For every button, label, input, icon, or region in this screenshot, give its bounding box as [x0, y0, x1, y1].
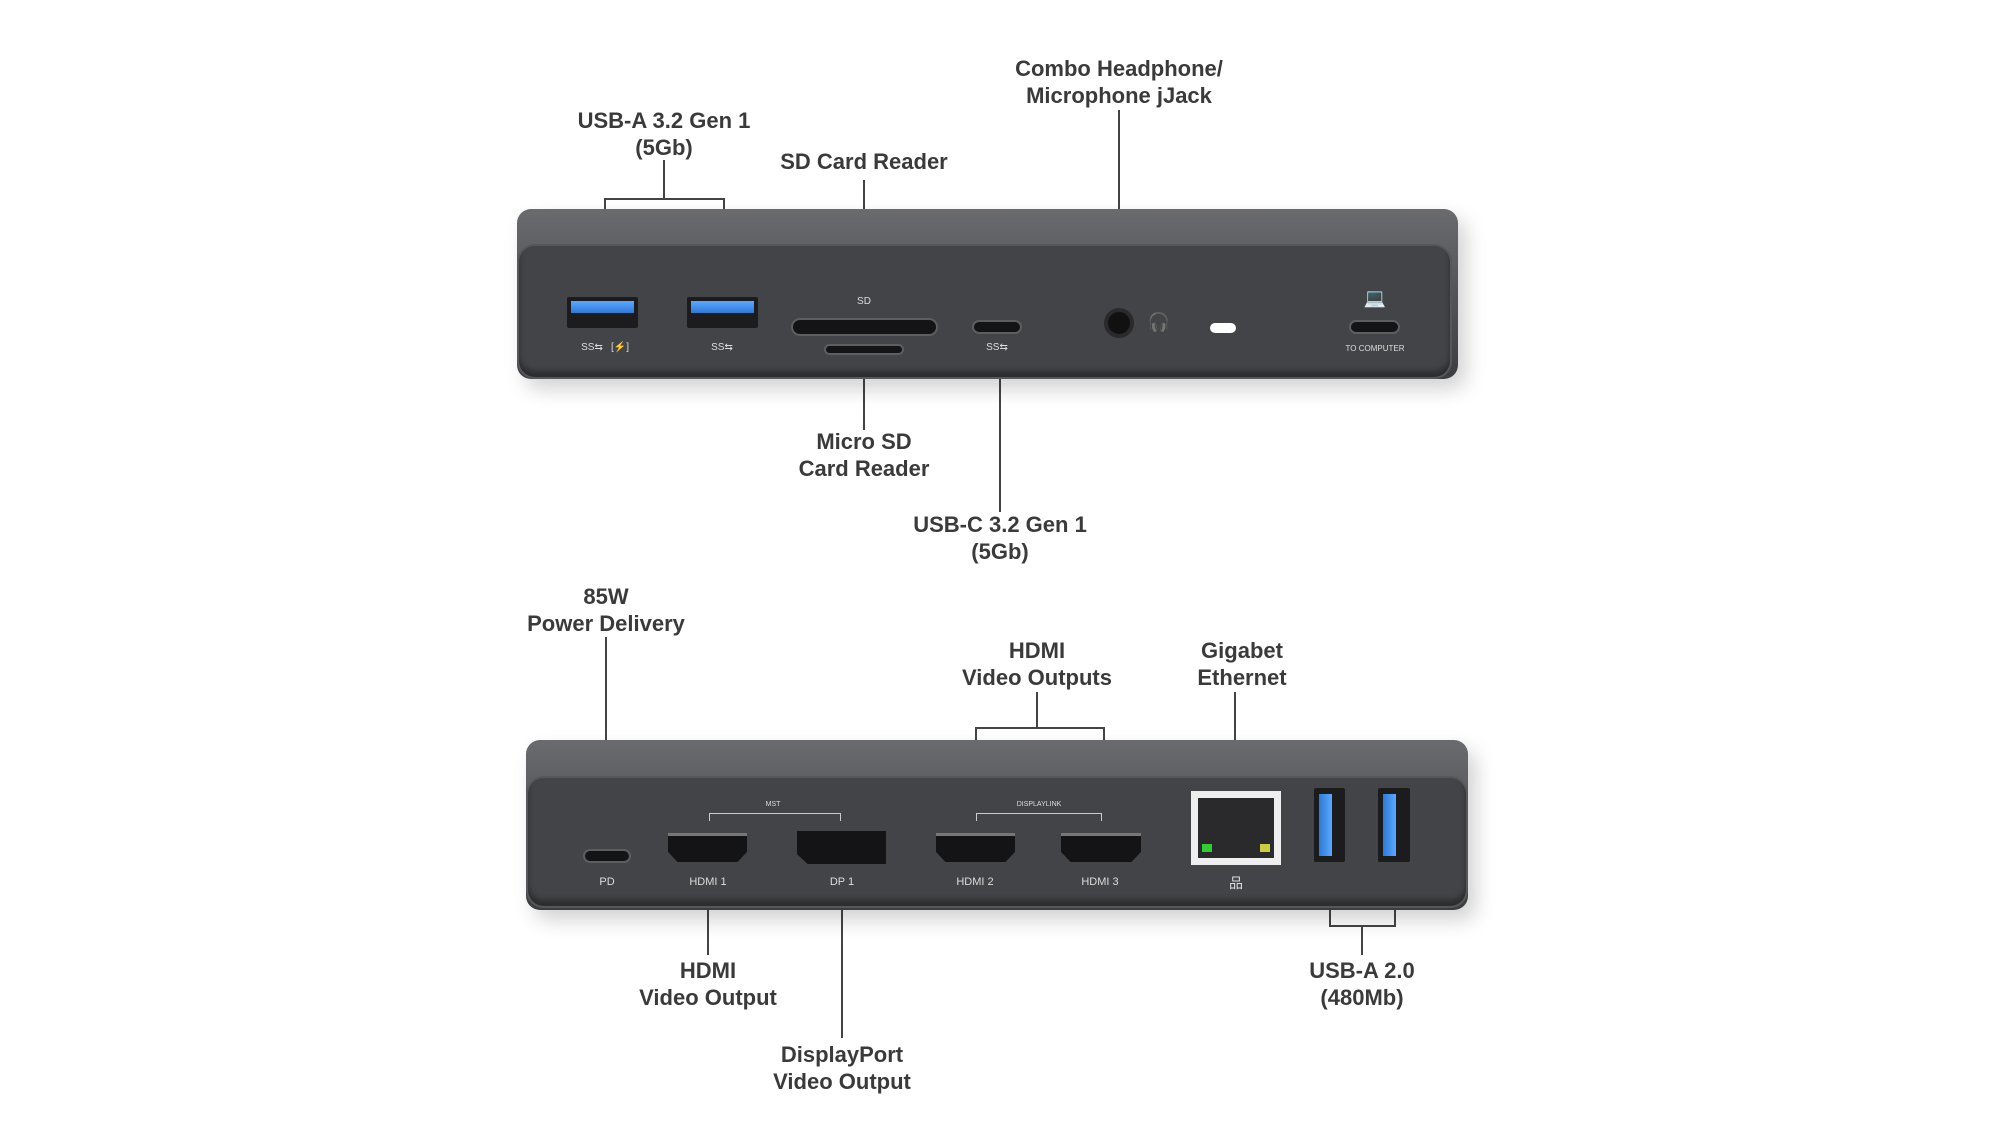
callout-usb-c-32: USB-C 3.2 Gen 1(5Gb) — [913, 511, 1087, 565]
callout-line-1: Micro SD — [816, 429, 912, 454]
usb-a-2-port-2 — [1378, 788, 1410, 862]
to-computer-marking: TO COMPUTER — [1345, 344, 1405, 353]
callout-line-2: Power Delivery — [527, 611, 685, 636]
charge-marking: [⚡] — [610, 342, 630, 353]
callout-line-2: Video Output — [773, 1069, 911, 1094]
network-icon: 品 — [1229, 875, 1243, 891]
hdmi-3-port — [1061, 833, 1141, 862]
ss-usb-marking: SS⇆ — [581, 342, 603, 353]
usb-a-2-port-1 — [1314, 788, 1345, 862]
ethernet-port — [1191, 791, 1281, 865]
callout-line-2: Card Reader — [798, 456, 930, 481]
to-computer-usb-c-port — [1349, 320, 1400, 334]
callout-line-1: Combo Headphone/ — [1015, 56, 1223, 81]
sd-card-slot — [791, 318, 938, 336]
callout-line-1: 85W — [583, 584, 629, 609]
status-led — [1210, 323, 1236, 333]
callout-line-1: USB-A 3.2 Gen 1 — [577, 108, 751, 133]
pd-marking: PD — [599, 876, 615, 888]
callout-line-2: Ethernet — [1197, 665, 1287, 690]
hdmi-2-marking: HDMI 2 — [956, 876, 994, 888]
mst-marking: MST — [765, 801, 781, 808]
callout-line-1: Gigabet — [1201, 638, 1283, 663]
callout-line-2: (5Gb) — [971, 539, 1029, 564]
displaylink-bracket — [976, 813, 1102, 821]
displayport-port — [797, 831, 886, 864]
hdmi-2-port — [936, 833, 1015, 862]
micro-sd-slot — [824, 344, 904, 355]
pd-usb-c-port — [583, 849, 631, 863]
hdmi-3-marking: HDMI 3 — [1081, 876, 1119, 888]
callout-usb-a-32: USB-A 3.2 Gen 1(5Gb) — [578, 107, 751, 161]
headphone-icon: 🎧 — [1147, 312, 1171, 332]
displaylink-marking: DISPLAYLINK — [1016, 801, 1062, 808]
callout-line-1: USB-A 2.0 — [1309, 958, 1415, 983]
callout-line-1: HDMI — [1008, 638, 1066, 663]
callout-sd-card: SD Card Reader — [780, 148, 948, 175]
callout-line-1: HDMI — [679, 958, 737, 983]
callout-audio-jack: Combo Headphone/Microphone jJack — [1015, 55, 1223, 109]
callout-line-2: (5Gb) — [635, 135, 693, 160]
laptop-icon: 💻 — [1363, 288, 1387, 308]
usb-a-port-1 — [567, 297, 638, 328]
sd-marking: SD — [857, 296, 871, 307]
audio-jack — [1104, 308, 1134, 338]
ss-usb-marking: SS⇆ — [986, 342, 1008, 353]
usb-a-port-2 — [687, 297, 758, 328]
callout-line-2: Video Outputs — [962, 665, 1112, 690]
callout-line-2: (480Mb) — [1320, 985, 1404, 1010]
callout-usb-a-20: USB-A 2.0(480Mb) — [1309, 957, 1415, 1011]
callout-line-1: USB-C 3.2 Gen 1 — [913, 512, 1087, 537]
usb-c-port — [972, 320, 1022, 334]
dp-1-marking: DP 1 — [829, 876, 855, 888]
dock-front-panel — [517, 244, 1452, 379]
ss-usb-marking: SS⇆ — [711, 342, 733, 353]
callout-line-2: Microphone jJack — [1026, 83, 1212, 108]
callout-line-1: SD Card Reader — [780, 149, 948, 174]
callout-line-1: DisplayPort — [780, 1042, 904, 1067]
callout-line-2: Video Output — [639, 985, 777, 1010]
hdmi-1-port — [668, 833, 747, 862]
hdmi-1-marking: HDMI 1 — [689, 876, 727, 888]
mst-bracket — [709, 813, 841, 821]
